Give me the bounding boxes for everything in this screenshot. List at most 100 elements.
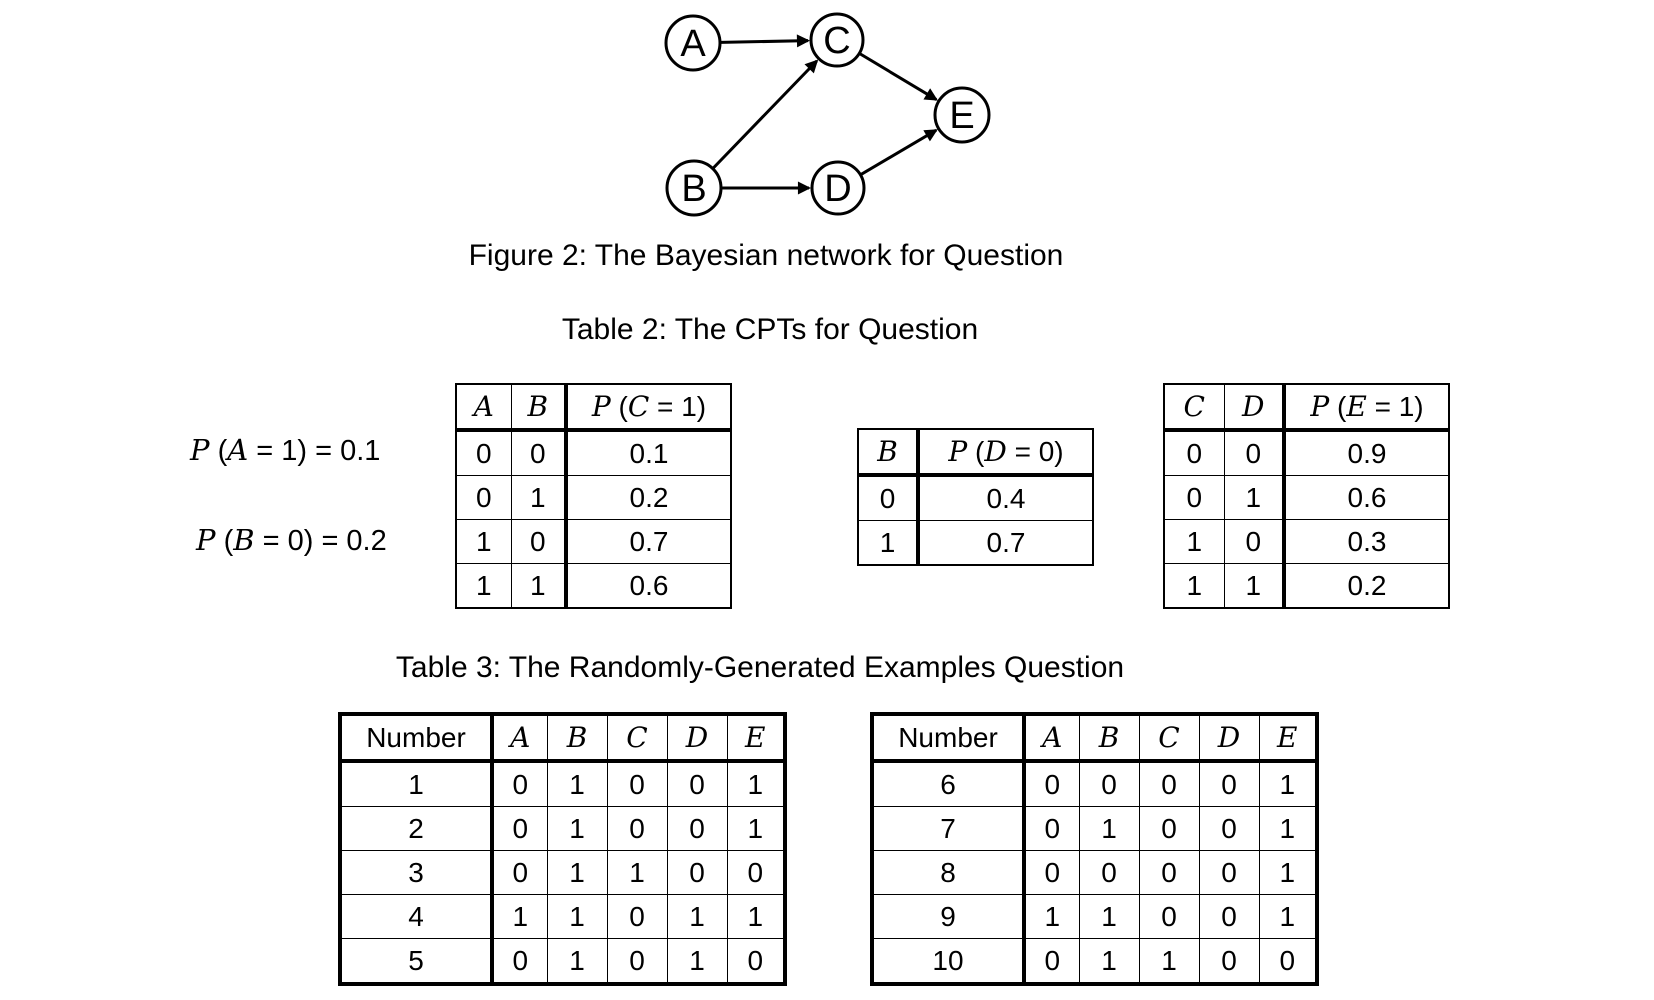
- data-cell: 0: [1023, 806, 1080, 851]
- data-cell: 0: [1258, 938, 1318, 985]
- math-identifier: C: [1158, 721, 1180, 754]
- header-cell: E: [1258, 713, 1318, 763]
- data-cell: 0.6: [1283, 475, 1450, 520]
- data-cell: 1: [1078, 806, 1140, 851]
- data-cell: 0: [1023, 760, 1080, 807]
- data-cell: 7: [871, 806, 1026, 851]
- node-D: D: [810, 160, 866, 216]
- header-cell: C: [1163, 383, 1225, 432]
- data-cell: 0.9: [1283, 429, 1450, 476]
- data-cell: 0: [1023, 938, 1080, 985]
- data-cell: 1: [1163, 563, 1225, 609]
- data-cell: 0: [726, 938, 786, 985]
- math-identifier: A: [1042, 721, 1063, 754]
- data-cell: 0: [606, 760, 668, 807]
- table-3-caption: Table 3: The Randomly-Generated Examples…: [395, 651, 1125, 684]
- header-cell: Number: [339, 713, 494, 763]
- header-cell: A: [455, 383, 512, 432]
- data-cell: 0.2: [1283, 563, 1450, 609]
- data-cell: 0: [1198, 938, 1260, 985]
- data-cell: 1: [857, 520, 920, 566]
- data-cell: 0: [1163, 475, 1225, 520]
- math-identifier: E: [1277, 721, 1298, 754]
- data-cell: 0: [1138, 760, 1200, 807]
- header-cell: B: [1078, 713, 1140, 763]
- math-identifier: D: [685, 721, 709, 754]
- data-cell: 0: [857, 474, 920, 521]
- node-B: B: [665, 159, 723, 217]
- data-cell: 1: [510, 475, 568, 520]
- data-cell: 1: [546, 760, 608, 807]
- data-cell: 0.2: [565, 475, 732, 520]
- data-cell: 1: [1138, 938, 1200, 985]
- header-cell: A: [491, 713, 548, 763]
- data-cell: 8: [871, 850, 1026, 895]
- data-cell: 9: [871, 894, 1026, 939]
- data-cell: 0: [455, 429, 512, 476]
- edge-C-E: [859, 52, 938, 101]
- data-cell: 0: [1138, 894, 1200, 939]
- data-cell: 1: [1163, 519, 1225, 564]
- data-cell: 0: [666, 760, 728, 807]
- data-cell: 1: [491, 894, 548, 939]
- header-cell: B: [546, 713, 608, 763]
- data-cell: 0.4: [917, 474, 1094, 521]
- data-cell: 1: [546, 806, 608, 851]
- data-cell: 0: [510, 429, 568, 476]
- data-cell: 1: [546, 850, 608, 895]
- data-cell: 1: [1223, 563, 1286, 609]
- header-cell: D: [666, 713, 728, 763]
- math-identifier: E: [1346, 390, 1367, 423]
- data-cell: 0: [491, 760, 548, 807]
- data-cell: 0: [1223, 429, 1286, 476]
- math-identifier: B: [1098, 721, 1120, 754]
- prior-probability-b: P (B = 0) = 0.2: [196, 523, 387, 557]
- figure-2-caption: Figure 2: The Bayesian network for Quest…: [468, 239, 1064, 272]
- data-cell: 1: [339, 760, 494, 807]
- math-identifier: C: [1183, 390, 1205, 423]
- data-cell: 1: [726, 760, 786, 807]
- math-identifier: B: [233, 523, 255, 557]
- data-cell: 0: [1198, 760, 1260, 807]
- data-cell: 0: [606, 894, 668, 939]
- math-identifier: B: [527, 390, 549, 423]
- data-cell: 0.7: [917, 520, 1094, 566]
- node-circle: [809, 12, 865, 68]
- data-cell: 0: [1078, 760, 1140, 807]
- data-cell: 5: [339, 938, 494, 985]
- math-identifier: P: [190, 433, 210, 467]
- edge-B-C: [712, 59, 819, 169]
- table-2-caption: Table 2: The CPTs for Question: [561, 313, 979, 346]
- math-identifier: B: [566, 721, 588, 754]
- data-cell: 0: [491, 806, 548, 851]
- data-cell: 1: [1023, 894, 1080, 939]
- data-cell: 0: [1198, 850, 1260, 895]
- data-cell: 0: [1138, 806, 1200, 851]
- data-cell: 0: [1223, 519, 1286, 564]
- data-cell: 1: [666, 938, 728, 985]
- header-cell: D: [1223, 383, 1286, 432]
- math-identifier: P: [196, 523, 216, 557]
- header-cell: B: [857, 428, 920, 477]
- data-cell: 1: [1258, 760, 1318, 807]
- data-cell: 0: [666, 806, 728, 851]
- data-cell: 1: [1258, 806, 1318, 851]
- header-cell: P (D = 0): [917, 428, 1094, 477]
